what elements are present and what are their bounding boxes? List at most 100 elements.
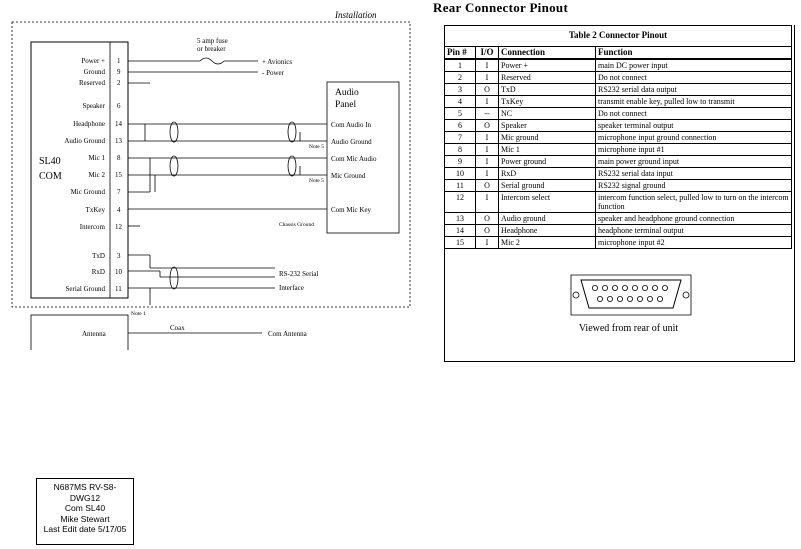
pin-label-mic1: Mic 1 xyxy=(88,154,105,162)
cell-io: O xyxy=(475,212,499,225)
power-wiring xyxy=(128,57,258,84)
pin-num-headphone: 14 xyxy=(115,120,123,128)
pin-num-reserved: 2 xyxy=(117,79,121,87)
wiring-diagram: Installation SL40 COM Antenna Coax Com A… xyxy=(11,10,411,350)
avionics-label-line1: + Avionics xyxy=(262,58,292,66)
cell-pin: 9 xyxy=(444,155,476,168)
cell-pin: 12 xyxy=(444,191,476,213)
cell-function: speaker terminal output xyxy=(595,119,792,132)
cell-connection: Audio ground xyxy=(498,212,596,225)
drawing-info-box: N687MS RV-S8- DWG12 Com SL40 Mike Stewar… xyxy=(36,478,134,545)
table-title: Table 2 Connector Pinout xyxy=(444,25,792,47)
pin-label-speaker: Speaker xyxy=(82,102,105,110)
pin-label-txd: TxD xyxy=(92,252,105,260)
cell-pin: 8 xyxy=(444,143,476,156)
pin-label-power: Power + xyxy=(81,57,105,65)
pin-num-intercom: 12 xyxy=(115,223,123,231)
cell-pin: 2 xyxy=(444,71,476,84)
cell-io: I xyxy=(475,95,499,108)
coax-label: Coax xyxy=(170,324,185,332)
cell-pin: 5 xyxy=(444,107,476,120)
audio-panel-label-line2: Panel xyxy=(335,100,356,110)
cell-function: RS232 serial data output xyxy=(595,83,792,96)
panel-pin-com-mic-audio: Com Mic Audio xyxy=(331,155,377,163)
info-line-drawing: DWG12 xyxy=(69,492,101,503)
cell-io: -- xyxy=(475,107,499,120)
cell-io: O xyxy=(475,179,499,192)
info-line-edit-date: Last Edit date 5/17/05 xyxy=(43,524,127,534)
note5-audio: Note 5 xyxy=(309,144,324,150)
cell-pin: 10 xyxy=(444,167,476,180)
sl40-label-line2: COM xyxy=(39,171,62,182)
panel-pin-mic-ground: Mic Ground xyxy=(331,172,366,180)
audio-panel-label-line1: Audio xyxy=(335,88,359,98)
serial-label-line2: Interface xyxy=(279,284,304,292)
fuse-label-line2: or breaker xyxy=(197,45,226,53)
info-line-tail: N687MS RV-S8- xyxy=(53,482,117,492)
cell-function: main DC power input xyxy=(595,58,792,72)
pin-label-rxd: RxD xyxy=(92,268,105,276)
antenna-box xyxy=(30,314,129,350)
cell-pin: 7 xyxy=(444,131,476,144)
pin-label-ground: Ground xyxy=(84,68,106,76)
pin-label-mic-ground: Mic Ground xyxy=(71,188,106,196)
panel-pin-audio-ground: Audio Ground xyxy=(331,138,372,146)
audio-wiring xyxy=(128,121,327,227)
cell-connection: NC xyxy=(498,107,596,120)
info-line-author: Mike Stewart xyxy=(60,513,110,524)
cell-io: O xyxy=(475,119,499,132)
info-line-device: Com SL40 xyxy=(64,503,106,513)
col-header-connection: Connection xyxy=(498,46,596,60)
pin-num-mic2: 15 xyxy=(115,171,123,179)
cell-function: headphone terminal output xyxy=(595,224,792,237)
rear-connector-pinout-heading: Rear Connector Pinout xyxy=(433,0,569,15)
cell-function: microphone input ground connection xyxy=(595,131,792,144)
cell-pin: 3 xyxy=(444,83,476,96)
cell-connection: TxKey xyxy=(498,95,596,108)
pin-label-txkey: TxKey xyxy=(86,206,106,214)
cell-pin: 11 xyxy=(444,179,476,192)
pin-num-ground: 9 xyxy=(117,68,121,76)
cell-connection: Mic 2 xyxy=(498,236,596,249)
pin-num-serial-ground: 11 xyxy=(115,285,122,293)
note1-label: Note 1 xyxy=(131,311,146,317)
cell-connection: Mic ground xyxy=(498,131,596,144)
connector-caption: Viewed from rear of unit xyxy=(578,323,679,334)
pin-label-headphone: Headphone xyxy=(73,120,105,128)
installation-label: Installation xyxy=(334,10,377,20)
cell-io: O xyxy=(475,83,499,96)
pin-num-power: 1 xyxy=(117,57,121,65)
col-header-io: I/O xyxy=(475,46,499,60)
cell-io: I xyxy=(475,167,499,180)
pin-num-speaker: 6 xyxy=(117,102,121,110)
cell-function: Do not connect xyxy=(595,107,792,120)
cell-io: I xyxy=(475,58,499,72)
pin-num-audio-ground: 13 xyxy=(115,137,123,145)
pin-label-mic2: Mic 2 xyxy=(88,171,105,179)
cell-connection: Speaker xyxy=(498,119,596,132)
cell-io: I xyxy=(475,191,499,213)
connector-pinout-table: Table 2 Connector Pinout Pin # I/O Conne… xyxy=(444,25,792,249)
cell-connection: Headphone xyxy=(498,224,596,237)
cell-connection: Intercom select xyxy=(498,191,596,213)
cell-io: I xyxy=(475,131,499,144)
cell-io: I xyxy=(475,236,499,249)
cell-io: I xyxy=(475,143,499,156)
connector-pins xyxy=(591,284,669,302)
note5-mic: Note 5 xyxy=(309,178,324,184)
panel-pin-com-audio-in: Com Audio In xyxy=(331,121,372,129)
cell-function: RS232 serial data input xyxy=(595,167,792,180)
pin-label-intercom: Intercom xyxy=(80,223,106,231)
